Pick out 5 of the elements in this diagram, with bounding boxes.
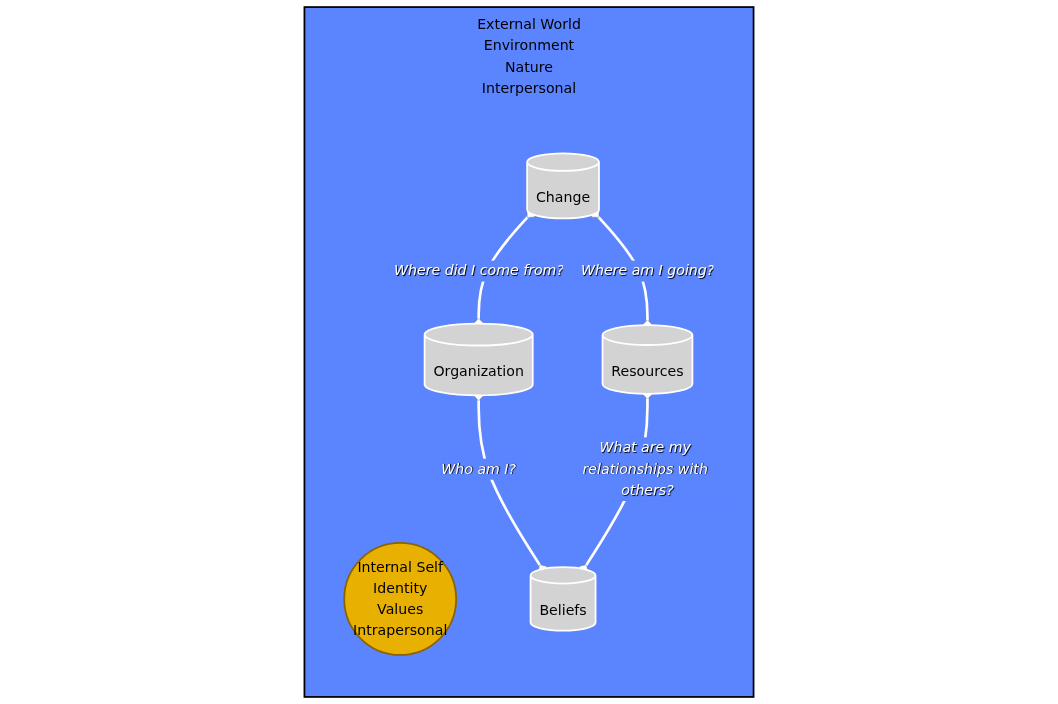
edge-label: What are my relationships with others? xyxy=(582,439,708,499)
edge-label: Who am I? xyxy=(441,460,517,478)
edge-label: Where did I come from? xyxy=(394,262,564,279)
node-circle: Internal Self Identity Values Intrapersonal xyxy=(343,542,458,656)
edge-label: Where am I going? xyxy=(580,262,715,279)
